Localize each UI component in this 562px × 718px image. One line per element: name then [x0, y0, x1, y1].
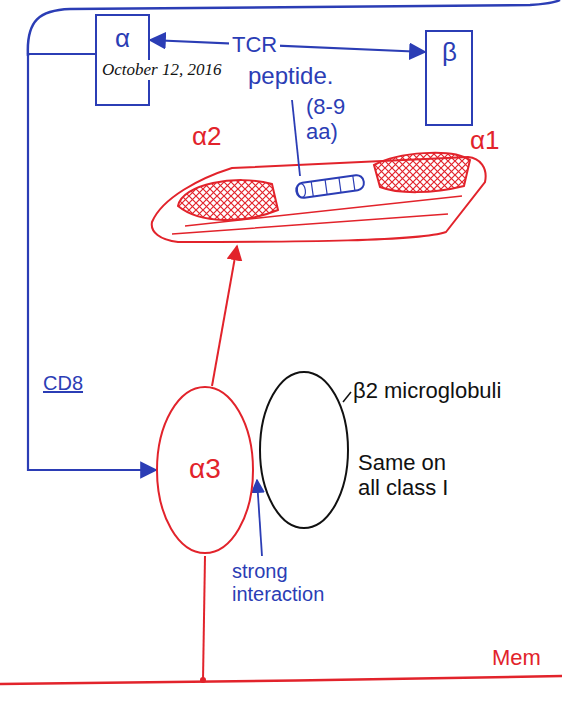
- tcr-chain-box: β: [425, 30, 473, 126]
- peptide-end: [296, 183, 306, 198]
- membrane-label: Mem: [492, 645, 541, 670]
- oval-shape: [157, 387, 253, 553]
- t-cell-surface: [28, 0, 560, 56]
- text-holder: β: [442, 38, 457, 68]
- label-holder: α1: [470, 126, 500, 156]
- label-holder: Mem: [492, 645, 541, 670]
- edge-label: CD8: [40, 372, 86, 395]
- oval-outline: [258, 370, 350, 530]
- cd8-link: [28, 54, 156, 470]
- edge-label-holder: TCR: [229, 32, 280, 57]
- text-holder: Same on all class I: [358, 450, 458, 501]
- cell-membrane: [0, 676, 562, 684]
- text-holder: α: [115, 24, 130, 54]
- text-holder: β2 microglobuli: [353, 378, 501, 403]
- domain-label: α1: [470, 126, 500, 156]
- peptide-cylinder: [295, 174, 364, 198]
- label-holder: strong interaction: [232, 560, 342, 606]
- domain-label: α2: [192, 122, 222, 152]
- date-stamp: October 12, 2016: [100, 60, 223, 80]
- alpha2-helix: [178, 180, 278, 220]
- alpha-chain-link: [212, 246, 237, 386]
- node-note: Same on all class I: [358, 450, 458, 501]
- interaction-pointer: [257, 480, 262, 556]
- node-title: β2 microglobuli: [353, 378, 501, 403]
- peptide-length: (8-9 aa): [306, 94, 356, 145]
- tcr-arrow: [150, 40, 425, 52]
- alpha3-domain: α3: [155, 385, 255, 555]
- transmembrane-stem: [203, 556, 205, 680]
- b2-microglobulin: β2 microglobuliSame on all class I: [258, 370, 350, 530]
- peptide-body: [295, 174, 364, 198]
- peptide-leader: [292, 100, 300, 176]
- node-title: α: [115, 24, 130, 54]
- peptide-rings: [311, 176, 355, 197]
- label-holder: peptide.: [248, 62, 333, 90]
- interaction-note: strong interaction: [232, 560, 342, 606]
- b2m-leader: [343, 392, 351, 402]
- edge-label: TCR: [229, 32, 280, 57]
- text-holder: α3: [189, 453, 221, 485]
- label-holder: October 12, 2016: [100, 60, 223, 80]
- alpha1-helix: [374, 153, 470, 192]
- oval-shape: [260, 372, 348, 528]
- node-title: β: [442, 38, 457, 68]
- node-title: α3: [189, 453, 221, 485]
- label-holder: (8-9 aa): [306, 94, 356, 145]
- edge-label-holder: CD8: [40, 372, 86, 395]
- peptide-label: peptide.: [248, 62, 333, 90]
- label-holder: α2: [192, 122, 222, 152]
